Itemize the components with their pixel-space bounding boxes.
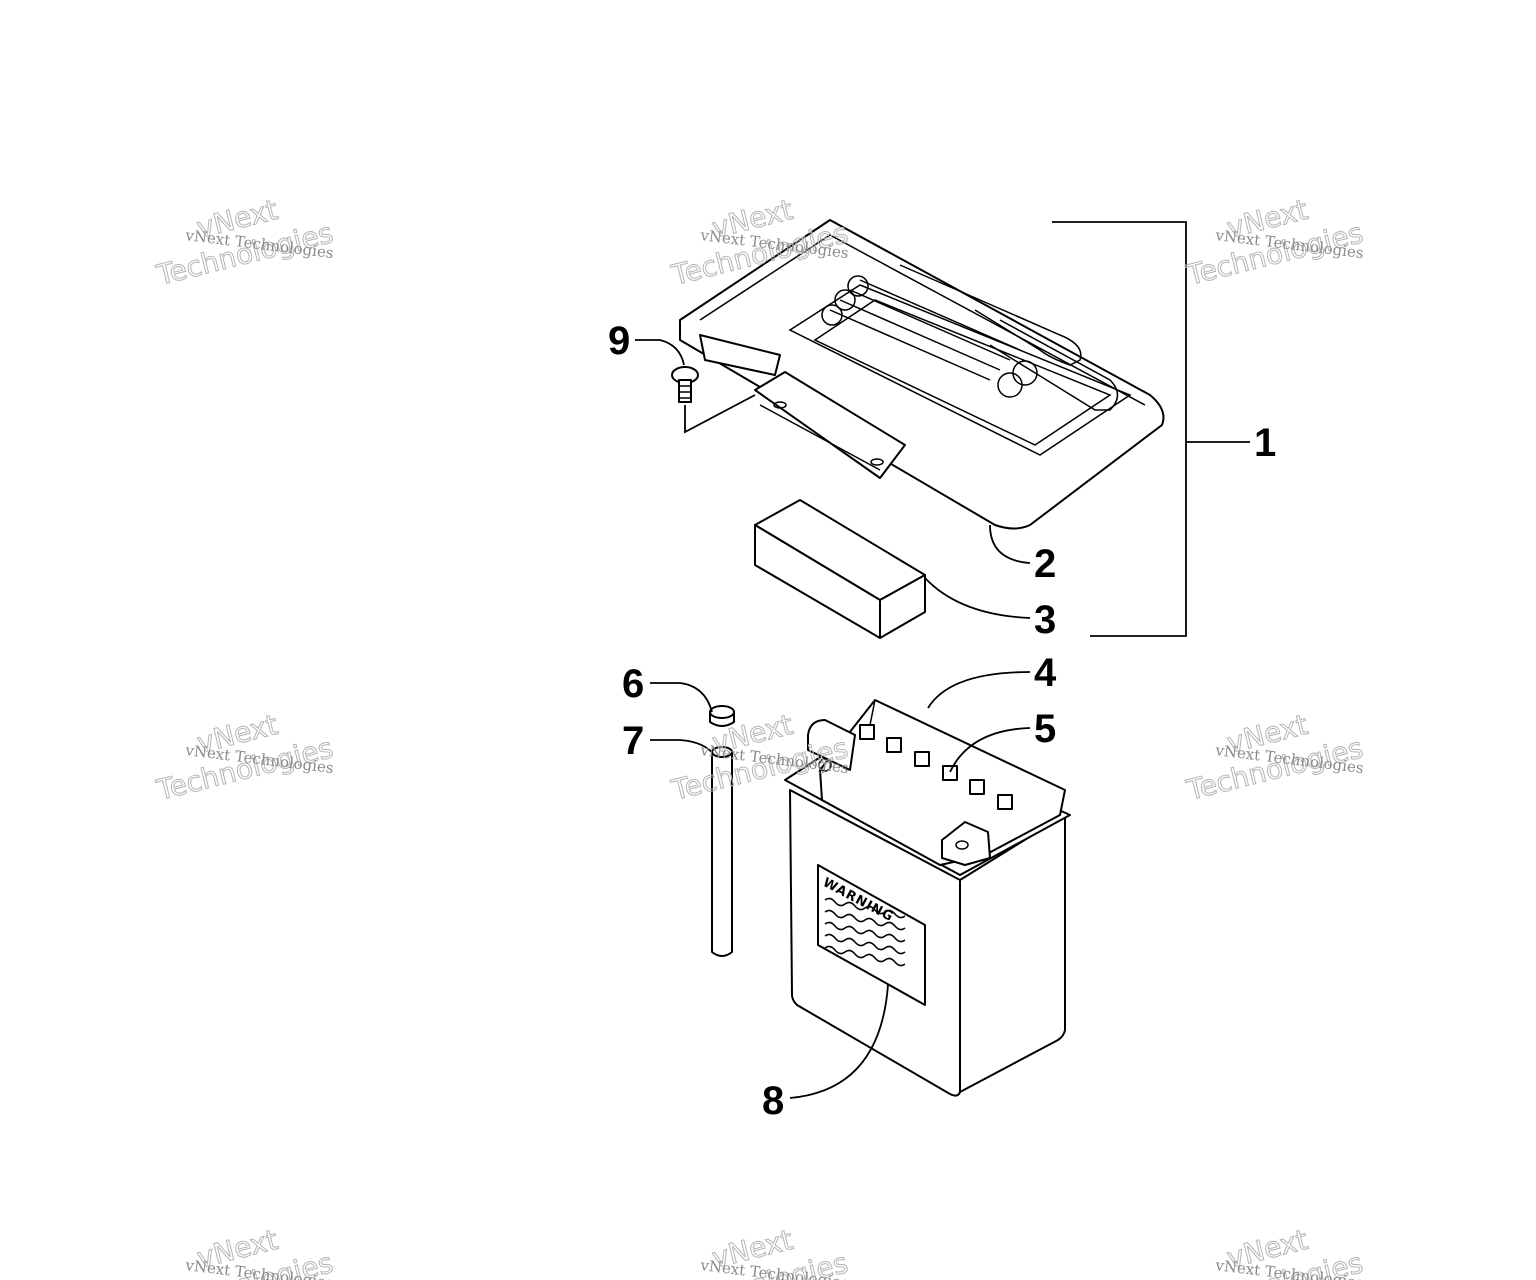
leader-lines [635,221,1250,1099]
callout-4: 4 [1034,651,1057,695]
tube-clamp [709,705,735,727]
callout-8: 8 [762,1079,784,1123]
callout-3: 3 [1034,598,1056,642]
screwdriver [899,264,1119,411]
foam-block [754,499,926,639]
vent-caps [859,724,1013,810]
callout-1: 1 [1254,421,1276,465]
callouts: 1 2 3 4 5 6 7 8 9 [608,319,1276,1123]
callout-2: 2 [1034,542,1056,586]
callout-5: 5 [1034,707,1056,751]
battery: WARNING [784,699,1071,1097]
wrench-set [821,275,1038,398]
callout-7: 7 [622,719,644,763]
callout-6: 6 [622,662,644,706]
callout-9: 9 [608,319,630,363]
tool-tray [679,219,1165,530]
screw [671,366,699,403]
